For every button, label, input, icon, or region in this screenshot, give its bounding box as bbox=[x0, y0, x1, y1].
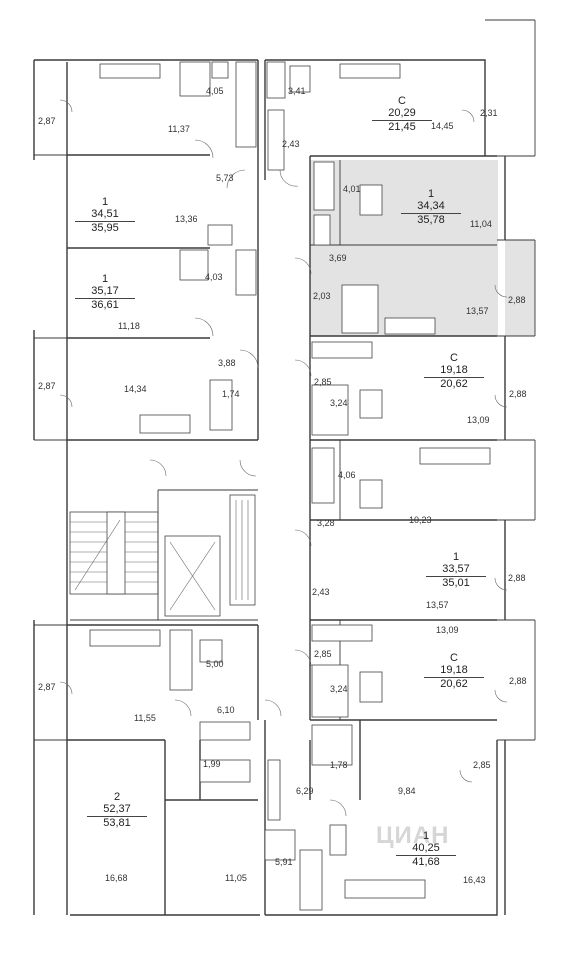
room-area: 2,88 bbox=[509, 389, 527, 399]
room-area: 3,24 bbox=[330, 398, 348, 408]
living-area: 20,29 bbox=[372, 107, 432, 121]
room-area: 2,85 bbox=[314, 649, 332, 659]
apartment-label: C 19,18 20,62 bbox=[424, 652, 484, 690]
total-area: 36,61 bbox=[91, 299, 119, 311]
room-area: 14,34 bbox=[124, 384, 147, 394]
room-area: 13,57 bbox=[426, 600, 449, 610]
apartment-label: 1 34,51 35,95 bbox=[75, 196, 135, 234]
room-area: 3,28 bbox=[317, 518, 335, 528]
apartment-label: C 20,29 21,45 bbox=[372, 95, 432, 133]
room-area: 2,87 bbox=[38, 682, 56, 692]
apartment-type: 1 bbox=[427, 188, 435, 200]
living-area: 34,51 bbox=[75, 208, 135, 222]
room-area: 4,03 bbox=[205, 272, 223, 282]
apartment-type: C bbox=[450, 652, 458, 664]
stair-core bbox=[69, 489, 258, 621]
total-area: 20,62 bbox=[440, 378, 468, 390]
room-area: 2,43 bbox=[312, 587, 330, 597]
total-area: 53,81 bbox=[103, 817, 131, 829]
room-area: 4,06 bbox=[338, 470, 356, 480]
living-area: 19,18 bbox=[424, 664, 484, 678]
living-area: 19,18 bbox=[424, 364, 484, 378]
highlighted-balcony bbox=[505, 240, 535, 336]
room-area: 9,84 bbox=[398, 786, 416, 796]
apartment-type: 1 bbox=[422, 830, 430, 842]
room-area: 16,43 bbox=[463, 875, 486, 885]
apartment-label: C 19,18 20,62 bbox=[424, 352, 484, 390]
outer-walls bbox=[33, 59, 506, 916]
apartment-type: 1 bbox=[101, 196, 109, 208]
room-area: 2,87 bbox=[38, 116, 56, 126]
fixtures bbox=[89, 61, 491, 911]
room-area: 2,85 bbox=[473, 760, 491, 770]
room-area: 11,18 bbox=[118, 321, 140, 331]
room-area: 11,55 bbox=[134, 713, 156, 723]
room-area: 6,29 bbox=[296, 786, 314, 796]
room-area: 10,23 bbox=[409, 515, 432, 525]
room-area: 2,85 bbox=[314, 377, 332, 387]
living-area: 40,25 bbox=[396, 842, 456, 856]
room-area: 1,99 bbox=[203, 759, 221, 769]
room-area: 1,78 bbox=[330, 760, 348, 770]
room-area: 2,88 bbox=[508, 295, 526, 305]
total-area: 21,45 bbox=[388, 121, 416, 133]
right-walls bbox=[264, 19, 536, 915]
room-area: 2,03 bbox=[313, 291, 331, 301]
room-area: 13,36 bbox=[175, 214, 198, 224]
room-area: 3,24 bbox=[330, 684, 348, 694]
apartment-label: 1 40,25 41,68 bbox=[396, 830, 456, 868]
room-area: 1,74 bbox=[222, 389, 240, 399]
room-area: 13,09 bbox=[436, 625, 459, 635]
total-area: 35,01 bbox=[442, 577, 470, 589]
apartment-label: 1 35,17 36,61 bbox=[75, 273, 135, 311]
total-area: 35,95 bbox=[91, 222, 119, 234]
room-area: 11,04 bbox=[470, 219, 492, 229]
room-area: 3,41 bbox=[288, 86, 306, 96]
room-area: 3,69 bbox=[329, 253, 347, 263]
total-area: 41,68 bbox=[412, 856, 440, 868]
watermark: ЦИАН bbox=[376, 822, 450, 849]
living-area: 33,57 bbox=[426, 563, 486, 577]
living-area: 35,17 bbox=[75, 285, 135, 299]
apartment-label: 1 34,34 35,78 bbox=[401, 188, 461, 226]
room-area: 13,09 bbox=[467, 415, 490, 425]
room-area: 11,05 bbox=[225, 873, 247, 883]
room-area: 11,37 bbox=[168, 124, 190, 134]
door-swings bbox=[59, 99, 508, 817]
room-area: 2,88 bbox=[509, 676, 527, 686]
living-area: 52,37 bbox=[87, 803, 147, 817]
room-area: 4,05 bbox=[206, 86, 224, 96]
room-area: 2,87 bbox=[38, 381, 56, 391]
room-area: 2,88 bbox=[508, 573, 526, 583]
room-area: 6,10 bbox=[217, 705, 235, 715]
apartment-type: 1 bbox=[452, 551, 460, 563]
room-area: 13,57 bbox=[466, 306, 489, 316]
room-area: 5,00 bbox=[206, 659, 224, 669]
apartment-type: C bbox=[450, 352, 458, 364]
total-area: 20,62 bbox=[440, 678, 468, 690]
room-area: 2,31 bbox=[480, 108, 498, 118]
apartment-type: 2 bbox=[113, 791, 121, 803]
total-area: 35,78 bbox=[417, 214, 445, 226]
room-area: 14,45 bbox=[431, 121, 454, 131]
apartment-type: 1 bbox=[101, 273, 109, 285]
room-area: 4,01 bbox=[343, 184, 361, 194]
apartment-type: C bbox=[398, 95, 406, 107]
apartment-label: 2 52,37 53,81 bbox=[87, 791, 147, 829]
room-area: 3,88 bbox=[218, 358, 236, 368]
room-area: 16,68 bbox=[105, 873, 128, 883]
highlighted-apartment bbox=[310, 160, 498, 336]
left-walls bbox=[34, 60, 266, 915]
apartment-label: 1 33,57 35,01 bbox=[426, 551, 486, 589]
room-area: 2,43 bbox=[282, 139, 300, 149]
room-area: 5,73 bbox=[216, 173, 234, 183]
living-area: 34,34 bbox=[401, 200, 461, 214]
room-area: 5,91 bbox=[275, 857, 293, 867]
